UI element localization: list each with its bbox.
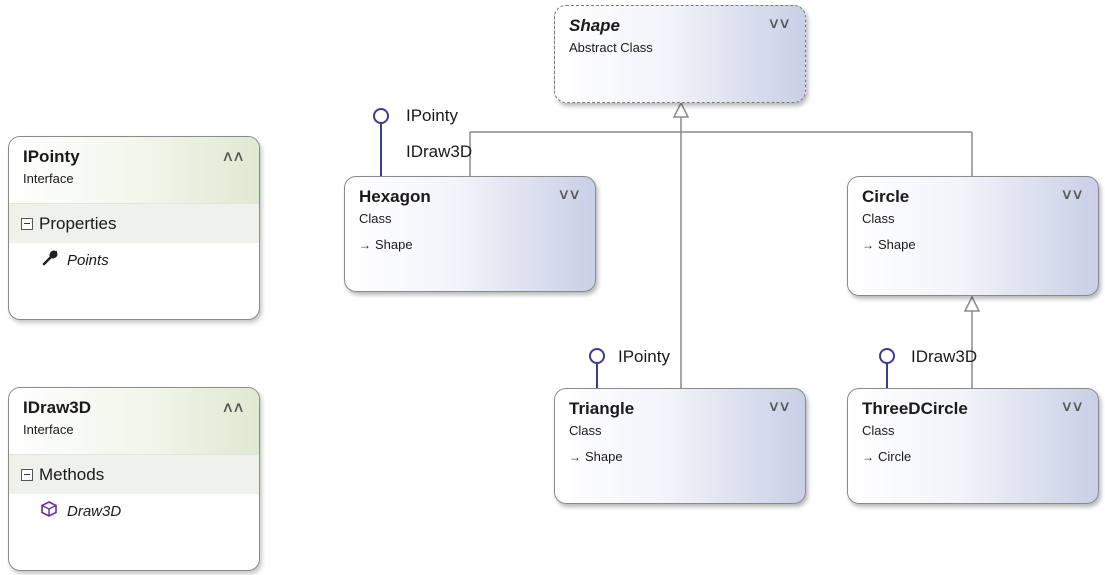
- collapse-section-icon[interactable]: [21, 468, 33, 481]
- circle-base-label: Shape: [878, 237, 916, 252]
- points-member-label: Points: [67, 251, 109, 269]
- ipointy-interface-name: IPointy: [23, 147, 80, 166]
- expand-chevron-icon[interactable]: ∨∨: [1060, 398, 1084, 415]
- triangle-class-name: Triangle: [569, 399, 635, 418]
- method-cube-icon: [41, 501, 67, 521]
- threedcircle-class-kind: Class: [862, 423, 895, 438]
- expand-chevron-icon[interactable]: ∨∨: [557, 186, 581, 203]
- ipointy-interface-box[interactable]: IPointy Interface ∧∧ Properties Points: [8, 136, 260, 320]
- collapse-section-icon[interactable]: [21, 217, 33, 230]
- idraw3d-interface-name: IDraw3D: [23, 398, 92, 417]
- shape-class-box[interactable]: Shape Abstract Class ∨∨: [554, 5, 806, 103]
- hexagon-class-kind: Class: [359, 211, 392, 226]
- idraw3d-interface-box[interactable]: IDraw3D Interface ∧∧ Methods Draw3D: [8, 387, 260, 571]
- properties-section-label: Properties: [39, 213, 117, 233]
- circle-inherit-arrowhead: [963, 295, 981, 312]
- inherits-arrow-icon: →: [359, 238, 371, 252]
- shape-class-kind: Abstract Class: [569, 40, 653, 55]
- hexagon-ipointy-label: IPointy: [406, 106, 458, 125]
- inherits-arrow-icon: →: [862, 450, 874, 464]
- circle-class-kind: Class: [862, 211, 895, 226]
- wrench-icon: [41, 249, 67, 271]
- triangle-ipointy-lollipop-icon: [589, 348, 605, 364]
- methods-section-header[interactable]: Methods: [9, 454, 259, 494]
- properties-section-header[interactable]: Properties: [9, 203, 259, 243]
- expand-chevron-icon[interactable]: ∨∨: [767, 398, 791, 415]
- inherits-arrow-icon: →: [569, 450, 581, 464]
- shape-inherit-arrowhead: [672, 101, 690, 118]
- collapse-chevron-icon[interactable]: ∧∧: [221, 148, 245, 165]
- expand-chevron-icon[interactable]: ∨∨: [1060, 186, 1084, 203]
- methods-section-label: Methods: [39, 464, 105, 484]
- triangle-class-box[interactable]: Triangle Class → Shape ∨∨: [554, 388, 806, 504]
- threedcircle-idraw3d-lollipop-icon: [879, 348, 895, 364]
- hexagon-class-name: Hexagon: [359, 187, 431, 206]
- threedcircle-base-label: Circle: [878, 449, 912, 464]
- triangle-class-kind: Class: [569, 423, 602, 438]
- triangle-base-label: Shape: [585, 449, 623, 464]
- threedcircle-idraw3d-label: IDraw3D: [911, 347, 978, 366]
- method-member[interactable]: Draw3D: [9, 494, 259, 528]
- collapse-chevron-icon[interactable]: ∧∧: [221, 399, 245, 416]
- triangle-base-class: → Shape: [569, 449, 795, 465]
- inherits-arrow-icon: →: [862, 238, 874, 252]
- idraw3d-interface-kind: Interface: [23, 422, 74, 437]
- threedcircle-class-box[interactable]: ThreeDCircle Class → Circle ∨∨: [847, 388, 1099, 504]
- hexagon-ipointy-lollipop-icon: [373, 108, 389, 124]
- triangle-ipointy-label: IPointy: [618, 347, 670, 366]
- expand-chevron-icon[interactable]: ∨∨: [767, 15, 791, 32]
- hexagon-idraw3d-label: IDraw3D: [406, 142, 473, 161]
- circle-base-class: → Shape: [862, 237, 1088, 253]
- threedcircle-class-name: ThreeDCircle: [862, 399, 968, 418]
- property-member[interactable]: Points: [9, 243, 259, 277]
- ipointy-interface-kind: Interface: [23, 171, 74, 186]
- hexagon-base-class: → Shape: [359, 237, 585, 253]
- hexagon-class-box[interactable]: Hexagon Class → Shape ∨∨: [344, 176, 596, 292]
- draw3d-member-label: Draw3D: [67, 502, 122, 520]
- shape-class-name: Shape: [569, 16, 621, 35]
- circle-class-box[interactable]: Circle Class → Shape ∨∨: [847, 176, 1099, 296]
- circle-class-name: Circle: [862, 187, 910, 206]
- threedcircle-base-class: → Circle: [862, 449, 1088, 465]
- hexagon-base-label: Shape: [375, 237, 413, 252]
